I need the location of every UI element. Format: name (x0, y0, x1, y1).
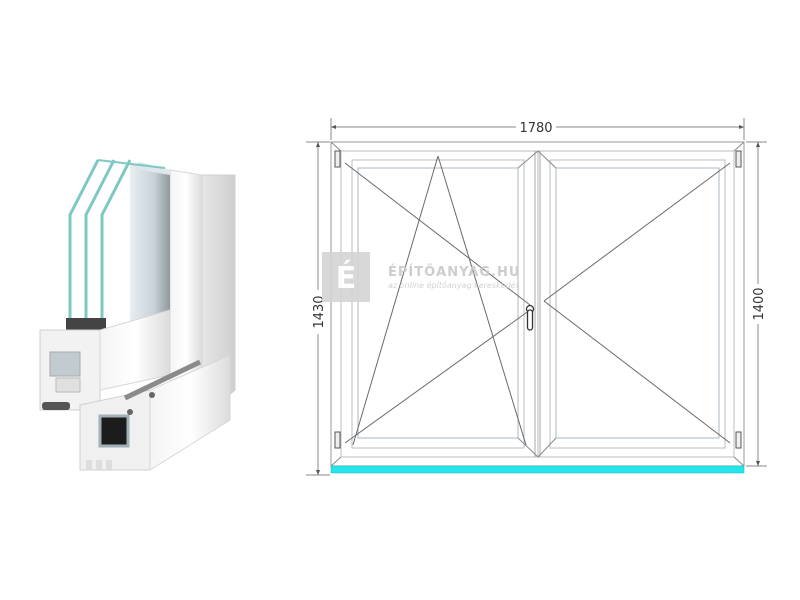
window-sill (330, 465, 745, 474)
handle-icon (525, 304, 535, 331)
hinge-icon (334, 150, 341, 168)
inner-height-label: 1400 (752, 287, 767, 320)
window-profile-image (39, 159, 236, 471)
width-dimension (330, 118, 745, 140)
watermark-logo-letter: É (336, 260, 357, 296)
left-sash (344, 150, 539, 458)
watermark-subtitle: az online építőanyag kereskedés (388, 280, 520, 290)
hinge-icon (334, 431, 341, 449)
inner-height-dimension (746, 141, 767, 467)
outer-height-dimension (306, 141, 330, 476)
watermark-logo-icon (322, 252, 370, 302)
hinge-icon (735, 431, 742, 449)
hinge-icon (735, 150, 742, 168)
watermark-title: ÉPÍTŐANYAG.HU (388, 264, 520, 280)
width-label: 1780 (519, 121, 552, 136)
right-sash (537, 150, 731, 458)
outer-height-label: 1430 (312, 295, 327, 328)
watermark: É ÉPÍTŐANYAG.HU az online építőanyag ker… (322, 252, 520, 302)
